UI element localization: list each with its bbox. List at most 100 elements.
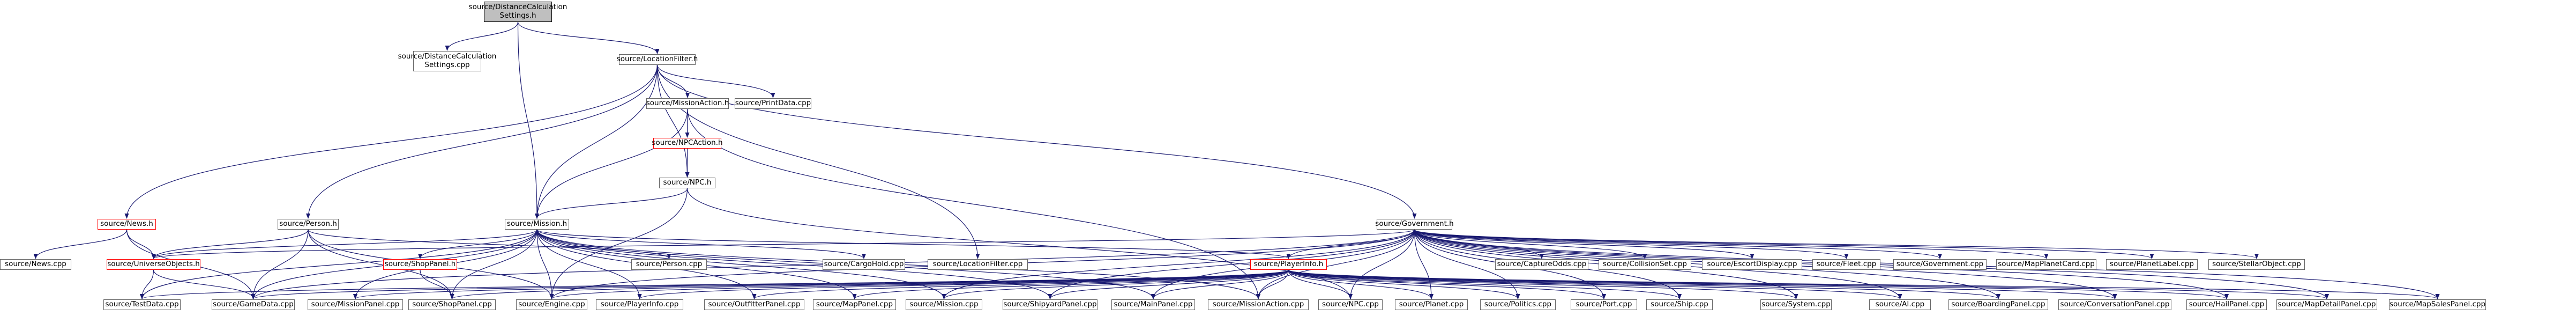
node-gamedata-cpp[interactable]: source/GameData.cpp <box>212 299 295 310</box>
node-label: source/ShipyardPanel.cpp <box>1003 300 1096 309</box>
node-locationfilter-h[interactable]: source/LocationFilter.h <box>617 54 698 65</box>
node-label-line: source/Government.h <box>1375 219 1454 229</box>
node-label: source/MissionAction.cpp <box>1213 300 1304 309</box>
node-planet-cpp[interactable]: source/Planet.cpp <box>1395 299 1468 310</box>
node-testdata-cpp[interactable]: source/TestData.cpp <box>103 299 181 310</box>
node-stellarobject-cpp[interactable]: source/StellarObject.cpp <box>2208 259 2305 270</box>
node-escortdisplay-cpp[interactable]: source/EscortDisplay.cpp <box>1702 259 1802 270</box>
node-label: source/Ship.cpp <box>1651 300 1708 309</box>
node-person-cpp[interactable]: source/Person.cpp <box>631 259 707 270</box>
node-boardingpanel-cpp[interactable]: source/BoardingPanel.cpp <box>1948 299 2048 310</box>
node-label: source/AI.cpp <box>1876 300 1924 309</box>
edge-npc-h-to-engine-cpp <box>549 188 688 299</box>
edge-playerinfo-h-to-missionpanel-cpp <box>353 269 1289 299</box>
edge-government-h-to-npc-cpp <box>1348 229 1415 299</box>
edge-playerinfo-h-to-politics-cpp <box>1288 269 1520 299</box>
edge-playerinfo-h-to-mission-cpp <box>942 269 1289 299</box>
node-outfitterpanel-cpp[interactable]: source/OutfitterPanel.cpp <box>704 299 804 310</box>
edge-person-h-to-person-cpp <box>308 229 671 259</box>
node-fleet-cpp[interactable]: source/Fleet.cpp <box>1812 259 1880 270</box>
edge-mission-h-to-mission-cpp <box>536 229 946 299</box>
node-label-line: source/Port.cpp <box>1576 300 1632 309</box>
edge-person-h-to-universeobjects-h <box>151 229 309 259</box>
node-label-line: source/ShipyardPanel.cpp <box>1003 300 1097 309</box>
edge-playerinfo-h-to-mapsalespanel-cpp <box>1288 269 2439 299</box>
node-shoppanel-h[interactable]: source/ShopPanel.h <box>383 259 457 270</box>
node-cargohold-cpp[interactable]: source/CargoHold.cpp <box>823 259 905 270</box>
node-collisionset-cpp[interactable]: source/CollisionSet.cpp <box>1599 259 1691 270</box>
node-label-line: source/Mission.cpp <box>909 300 979 309</box>
edge-person-h-to-gamedata-cpp <box>251 229 309 299</box>
edge-government-h-to-mapplanetcard-cpp <box>1414 229 2049 259</box>
node-label: source/PlayerInfo.cpp <box>601 300 679 309</box>
edge-government-h-to-missionaction-cpp <box>1256 229 1415 299</box>
node-label-line: source/News.cpp <box>5 260 66 269</box>
node-label: source/Planet.cpp <box>1399 300 1464 309</box>
edge-playerinfo-h-to-engine-cpp <box>549 269 1289 299</box>
node-news-h[interactable]: source/News.h <box>98 219 156 230</box>
node-missionaction-cpp[interactable]: source/MissionAction.cpp <box>1208 299 1309 310</box>
node-mappanel-cpp[interactable]: source/MapPanel.cpp <box>813 299 896 310</box>
node-playerinfo-h[interactable]: source/PlayerInfo.h <box>1250 259 1327 270</box>
node-label-line: source/ShopPanel.cpp <box>412 300 492 309</box>
node-label-line: source/BoardingPanel.cpp <box>1951 300 2045 309</box>
node-politics-cpp[interactable]: source/Politics.cpp <box>1480 299 1556 310</box>
node-missionaction-h[interactable]: source/MissionAction.h <box>646 98 729 109</box>
edge-playerinfo-h-to-planet-cpp <box>1288 269 1433 299</box>
node-label-line: source/MapPanel.cpp <box>816 300 893 309</box>
node-label-line: source/DistanceCalculation <box>468 3 568 12</box>
edge-government-h-to-mission-cpp <box>942 229 1415 299</box>
node-printdata-cpp[interactable]: source/PrintData.cpp <box>735 98 811 109</box>
edge-news-h-to-universeobjects-h <box>126 229 156 259</box>
node-missionpanel-cpp[interactable]: source/MissionPanel.cpp <box>308 299 403 310</box>
node-label-line: source/Person.cpp <box>636 260 703 269</box>
node-mapplanetcard-cpp[interactable]: source/MapPlanetCard.cpp <box>1996 259 2096 270</box>
node-label: source/OutfitterPanel.cpp <box>708 300 800 309</box>
node-label-line: Settings.cpp <box>424 61 470 69</box>
node-mission-h[interactable]: source/Mission.h <box>505 219 569 230</box>
node-mission-cpp[interactable]: source/Mission.cpp <box>906 299 982 310</box>
edge-government-h-to-universeobjects-h <box>152 229 1415 259</box>
node-label: source/NPC.h <box>663 178 712 187</box>
node-mapdetailpanel-cpp[interactable]: source/MapDetailPanel.cpp <box>2276 299 2377 310</box>
edge-playerinfo-h-to-mapdetailpanel-cpp <box>1288 269 2329 299</box>
node-label: source/MainPanel.cpp <box>1114 300 1193 309</box>
node-npcaction-h[interactable]: source/NPCAction.h <box>652 138 723 149</box>
node-shoppanel-cpp[interactable]: source/ShopPanel.cpp <box>408 299 496 310</box>
node-news-cpp[interactable]: source/News.cpp <box>0 259 71 270</box>
node-ai-cpp[interactable]: source/AI.cpp <box>1869 299 1931 310</box>
node-universeobjects-h[interactable]: source/UniverseObjects.h <box>107 259 200 270</box>
node-engine-cpp[interactable]: source/Engine.cpp <box>516 299 587 310</box>
node-label-line: source/AI.cpp <box>1875 300 1925 309</box>
node-person-h[interactable]: source/Person.h <box>278 219 339 230</box>
node-port-cpp[interactable]: source/Port.cpp <box>1571 299 1637 310</box>
edge-universeobjects-h-to-gamedata-cpp <box>153 269 256 299</box>
node-ship-cpp[interactable]: source/Ship.cpp <box>1646 299 1713 310</box>
node-government-cpp[interactable]: source/Government.cpp <box>1893 259 1987 270</box>
node-label: source/GameData.cpp <box>213 300 294 309</box>
node-system-cpp[interactable]: source/System.cpp <box>1760 299 1832 310</box>
node-government-h[interactable]: source/Government.h <box>1375 219 1454 230</box>
node-captureodds-cpp[interactable]: source/CaptureOdds.cpp <box>1495 259 1588 270</box>
node-shipyardpanel-cpp[interactable]: source/ShipyardPanel.cpp <box>1003 299 1097 310</box>
node-hailpanel-cpp[interactable]: source/HailPanel.cpp <box>2186 299 2267 310</box>
node-playerinfo-cpp[interactable]: source/PlayerInfo.cpp <box>596 299 683 310</box>
node-planetlabel-cpp[interactable]: source/PlanetLabel.cpp <box>2106 259 2198 270</box>
node-label-line: source/MainPanel.cpp <box>1114 300 1193 309</box>
node-conversationpanel-cpp[interactable]: source/ConversationPanel.cpp <box>2058 299 2171 310</box>
node-label-line: source/EscortDisplay.cpp <box>1707 260 1797 269</box>
node-npc-h[interactable]: source/NPC.h <box>659 178 715 188</box>
edge-npc-h-to-mission-h <box>535 188 688 219</box>
node-label-line: source/Engine.cpp <box>518 300 585 309</box>
node-npc-cpp[interactable]: source/NPC.cpp <box>1318 299 1383 310</box>
node-label: source/Person.h <box>279 219 337 229</box>
node-locationfilter-cpp[interactable]: source/LocationFilter.cpp <box>928 259 1028 270</box>
node-mainpanel-cpp[interactable]: source/MainPanel.cpp <box>1111 299 1195 310</box>
edge-locationfilter-h-to-locationfilter-cpp <box>656 64 980 259</box>
node-label: source/TestData.cpp <box>105 300 178 309</box>
edge-government-h-to-fleet-cpp <box>1414 229 1849 259</box>
node-label: source/ShopPanel.cpp <box>412 300 492 309</box>
node-label-line: source/MissionAction.h <box>646 99 729 108</box>
node-mapsalespanel-cpp[interactable]: source/MapSalesPanel.cpp <box>2389 299 2486 310</box>
